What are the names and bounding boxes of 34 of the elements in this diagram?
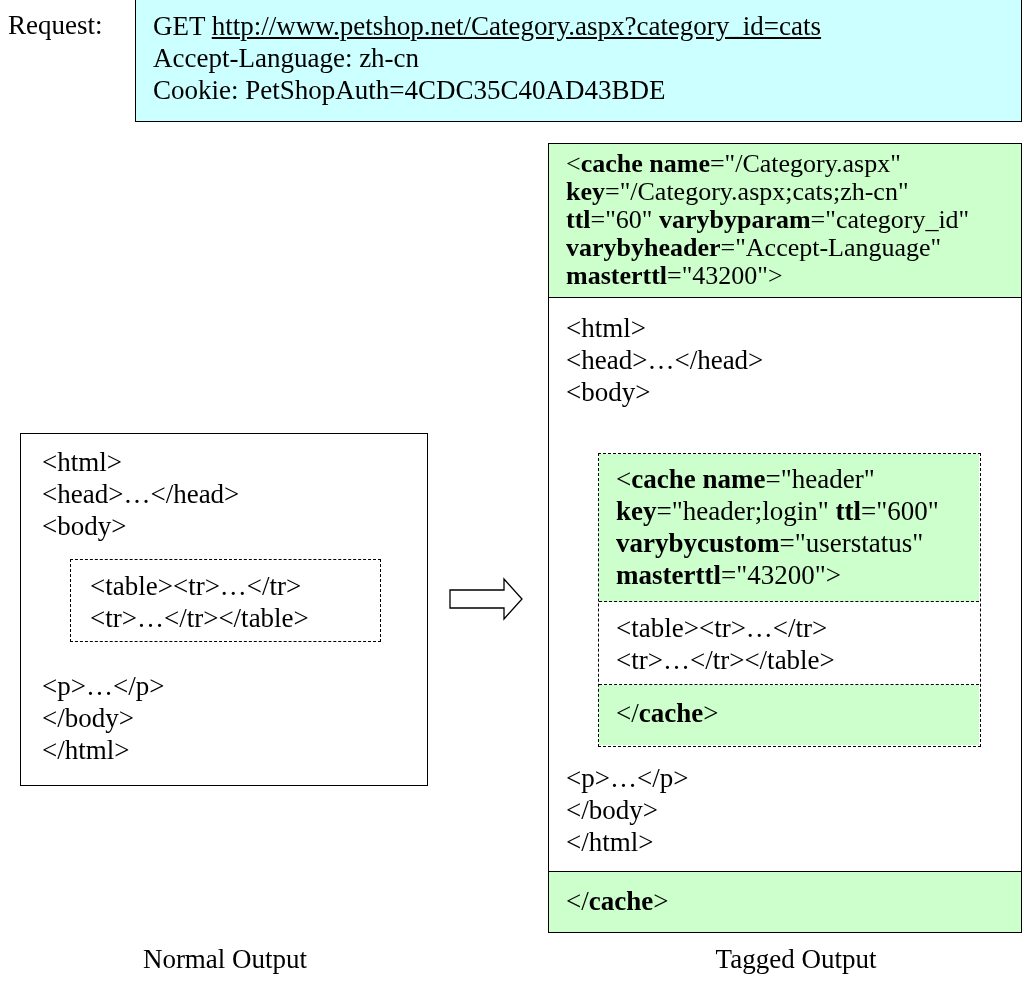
- tagged-output-box: [548, 143, 1022, 933]
- cache-tag-section: [599, 454, 979, 602]
- code-text: </body>: [42, 702, 134, 734]
- code-text: <table><tr>…</tr> <tr>…</tr></table>: [90, 570, 310, 634]
- code-text: Cookie: PetShopAuth=4CDC35C40AD43BDE: [153, 74, 666, 106]
- code-text: GET http://www.petshop.net/Category.aspx?category_id=cats: [153, 10, 822, 42]
- code-text: <body>: [566, 376, 651, 408]
- dashed-box: [598, 453, 981, 747]
- output-box: [20, 433, 428, 786]
- code-text: <body>: [42, 510, 127, 542]
- code-text: <cache name="header" key="header;login" ttl="600" varybycustom="userstatus" masterttl="43200">: [616, 463, 940, 591]
- cache-tag-section: [549, 144, 1021, 298]
- code-text: <html>: [566, 312, 646, 344]
- code-text: <cache name="/Category.aspx" key="/Category.aspx;cats;zh-cn" ttl="60" varybyparam="category_id" varybyheader="Accept-Language" masterttl="43200">: [566, 150, 971, 290]
- caption-text: Tagged Output: [715, 943, 877, 975]
- caption-text: Normal Output: [142, 943, 308, 975]
- code-text: Accept-Language: zh-cn: [153, 42, 420, 74]
- cache-close-section: [599, 685, 979, 745]
- code-text: <html>: [42, 446, 122, 478]
- code-text: <p>…</p>: [566, 762, 689, 794]
- code-text: </html>: [566, 826, 654, 858]
- request-box: [135, 0, 1022, 122]
- dashed-box: [70, 559, 381, 642]
- code-text: </body>: [566, 794, 658, 826]
- code-text: <table><tr>…</tr> <tr>…</tr></table>: [616, 612, 836, 676]
- code-text: </cache>: [566, 885, 669, 917]
- block-arrow: [449, 577, 523, 621]
- code-text: <head>…</head>: [566, 344, 764, 376]
- code-text: </cache>: [616, 697, 719, 729]
- caption-text: Request:: [8, 9, 103, 41]
- code-text: <head>…</head>: [42, 478, 240, 510]
- code-text: </html>: [42, 734, 130, 766]
- cache-close-section: [549, 871, 1021, 932]
- code-text: <p>…</p>: [42, 670, 165, 702]
